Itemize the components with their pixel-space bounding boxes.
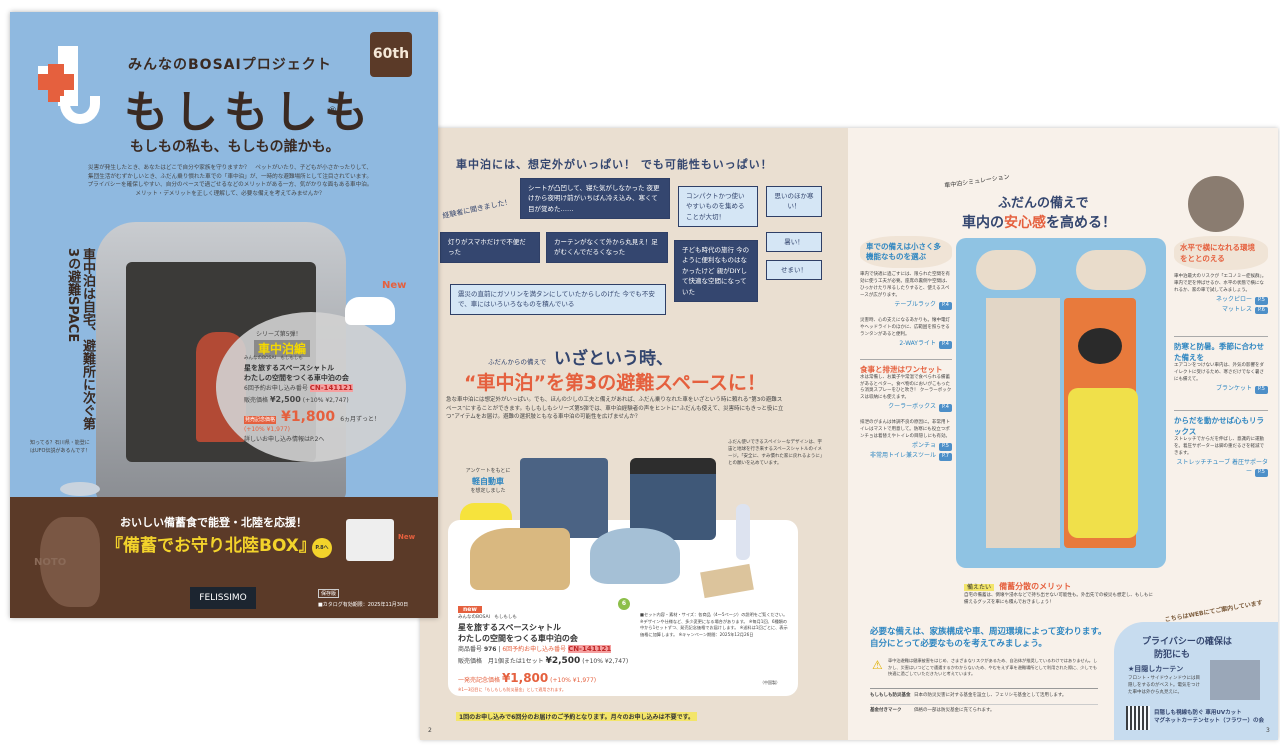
page-2: 車中泊には、想定外がいっぱい！ でも可能性もいっぱい！ 経験者に聞きました！ シ…	[420, 128, 848, 740]
section-title-2: “車中泊”を第3の避難スペースに！	[464, 372, 766, 394]
series-label: シリーズ第5弾！	[256, 331, 302, 338]
merit-box: 備えたい 備蓄分散のメリット 自宅の備蓄は、倒壊や浸水などで持ち出せない可能性も…	[964, 582, 1153, 605]
section-body: 急な車中泊には想定外がいっぱい。でも、ほんの少しの工夫と備えがあれば、ふだん乗り…	[446, 397, 784, 421]
intro-text: 災害が発生したとき、あなたはどこで自分や家族を守りますか？ ペットがいたり、子ど…	[87, 165, 373, 197]
cover-product-info: みんなのBOSAI もしもしも 星を旅するスペースシャトル わたしの空間をつくる…	[244, 356, 381, 443]
ufo-icon	[60, 482, 100, 496]
ufo-note: 知ってる？石川県・能登にはUFO伝説があるんです！	[30, 440, 91, 454]
speech-bubble: 震災の直前にガソリンを満タンにしていたからしのげた 今でも不安で、車にはいろいろ…	[450, 284, 666, 315]
design-note: ふだん使いできるスペイシーなデザインは、宇宙と地球を行き来するスペースシャトルの…	[728, 440, 823, 466]
speech-bubble: せまい！	[766, 260, 822, 281]
vertical-catchcopy: 車中泊は自宅、避難所に次ぐ第3の避難SPACE	[65, 248, 95, 430]
noto-map	[40, 517, 100, 607]
kicker: 車中泊シミュレーション	[943, 173, 1011, 190]
qr-code[interactable]	[1126, 706, 1150, 730]
order-note: 1回のお申し込みで6回分のお届けのご予約となります。月々のお申し込みは不要です。	[456, 712, 697, 721]
banner-title: 『備蓄でお守り北陸BOX』	[106, 536, 316, 556]
privacy-title: プライバシーの確保は防犯にも	[1142, 637, 1232, 660]
seat-bag-image	[520, 458, 608, 538]
survey-note: アンケートをもとに 軽自動車 を想定しました	[465, 468, 511, 495]
section-subtitle: ふだんからの備えで	[488, 358, 547, 366]
product-spec: ■セット内容・素材・サイズ：各商品（4〜5ページ）の説明をご覧ください。 ※デザ…	[640, 612, 788, 637]
noto-label: NOTO	[34, 557, 67, 568]
warning-text: 車中泊避難は健康被害をはじめ、さまざまなリスクがあるため、自治体が推奨しているわ…	[888, 658, 1098, 676]
speech-bubble: 灯りがスマホだけで不便だった	[440, 232, 540, 263]
page-title-2: 車内の安心感を高める！	[962, 215, 1116, 231]
anniversary-badge: 60th	[370, 32, 412, 77]
cooler-box-image	[630, 458, 716, 540]
asked-label: 経験者に聞きました！	[441, 197, 513, 221]
keep-label: 保存版	[318, 589, 340, 598]
speech-bubble: カーテンがなくて外から丸見え！足がむくんでだるくなった	[546, 232, 668, 263]
catalog-spread: 車中泊には、想定外がいっぱい！ でも可能性もいっぱい！ 経験者に聞きました！ シ…	[420, 128, 1278, 740]
curtain-label: ★目隠しカーテン	[1128, 665, 1184, 673]
banner-page-link[interactable]: P.8へ	[312, 538, 332, 558]
origin: （中国製）	[760, 680, 780, 685]
right-tips: 水平で横になれる環境をととのえる 車中泊最大のリスクが「エコノミー症候群」。車内…	[1174, 236, 1268, 478]
edition-label: 車中泊編	[254, 340, 311, 357]
speech-bubble: 思いのほか寒い！	[766, 186, 822, 217]
catalog-cover: みんなのBOSAIプロジェクト もしもしも ® 60th もしもの私も、もしもの…	[10, 12, 438, 618]
page-number: 2	[428, 727, 432, 734]
sleeping-photo	[1188, 176, 1244, 232]
product-detail: new みんなのBOSAI もしもしも 星を旅するスペースシャトル わたしの空間…	[458, 606, 629, 693]
car-interior-illustration	[956, 238, 1166, 568]
banner-subtitle: おいしい備蓄食で能登・北陸を応援！	[120, 516, 307, 529]
speech-bubble: 暑い！	[766, 232, 822, 253]
web-product[interactable]: 目隠しも視線も防ぐ 車用UVカットマグネットカーテンセット（フラワー）の会	[1154, 710, 1265, 724]
hokuriku-box-image	[346, 519, 394, 561]
need-message: 必要な備えは、家族構成や車、周辺環境によって変わります。自分にとって必要なものを…	[870, 627, 1107, 650]
blanket-image	[470, 528, 570, 590]
bottom-band: NOTO おいしい備蓄食で能登・北陸を応援！ 『備蓄でお守り北陸BOX』 P.8…	[10, 497, 438, 618]
tagline: もしもの私も、もしもの誰かも。	[130, 139, 340, 155]
fund-legend: もしもしも防災基金日本の防災災害に対する基金を設立し、フェリシモ基金として活用し…	[870, 688, 1098, 715]
speech-bubble: 子ども時代の旅行 今のように便利なものはなかったけど 親がDIYして快適な空間に…	[674, 240, 758, 302]
curtain-photo	[1210, 660, 1260, 700]
new-badge: New	[382, 280, 407, 291]
page-title-1: ふだんの備えで	[998, 196, 1089, 211]
light-image	[736, 504, 750, 560]
registered-mark: ®	[328, 106, 337, 116]
page-3: 車中泊シミュレーション ふだんの備えで 車内の安心感を高める！ 車での備えは小さ…	[848, 128, 1278, 740]
warning-icon: ⚠	[872, 658, 883, 672]
car-icon	[345, 297, 395, 325]
section-title-1: いざという時、	[554, 349, 673, 369]
left-tips: 車での備えは小さく多機能なものを選ぶ 車内で快適に過ごすには、限られた空間を有効…	[860, 236, 952, 461]
speech-bubble: シートが凸凹して、寝た気がしなかった 夜更けから夜明け前がいちばん冷え込み、寒く…	[520, 178, 670, 220]
neck-pillow-image	[590, 528, 680, 584]
web-notice: こちらはWEBにてご案内しています	[1164, 599, 1264, 624]
banner-new-badge: New	[398, 533, 416, 541]
catalog-validity: ■カタログ有効期限：2025年11月30日	[318, 602, 409, 608]
logo-text: もしもしも	[124, 87, 374, 138]
felissimo-logo: FELISSIMO	[190, 587, 256, 609]
speech-bubble: コンパクトかつ使いやすいものを集めることが大切！	[678, 186, 758, 228]
privacy-panel: プライバシーの確保は防犯にも ★目隠しカーテン フロント・サイドウィンドウには目…	[1114, 622, 1278, 740]
curtain-body: フロント・サイドウィンドウには目隠しをするのがベスト。電気をつけた車中は外から丸…	[1128, 676, 1200, 695]
project-name: みんなのBOSAIプロジェクト	[128, 57, 332, 73]
page-headline: 車中泊には、想定外がいっぱい！ でも可能性もいっぱい！	[456, 158, 773, 171]
page-number: 3	[1266, 727, 1270, 734]
logo-mark	[38, 46, 100, 126]
count-badge: 6	[618, 598, 630, 610]
